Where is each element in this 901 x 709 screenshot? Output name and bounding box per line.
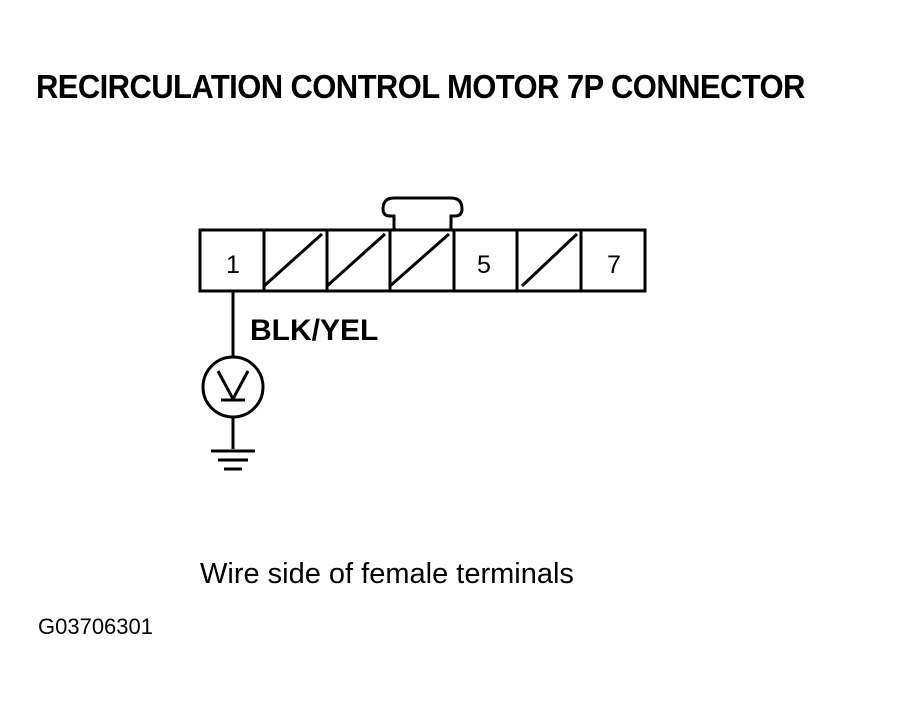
ground-icon [211, 449, 255, 471]
cavity-dividers [262, 230, 583, 291]
voltmeter-icon [201, 355, 265, 419]
figure-id: G03706301 [38, 614, 153, 639]
terminal-5-label: 5 [477, 251, 491, 279]
connector-body [198, 228, 647, 293]
connector-lock-tab [381, 196, 464, 230]
diagram-caption: Wire side of female terminals [200, 558, 574, 590]
unused-cavity-marks [262, 232, 579, 288]
unused-cavity-6 [520, 232, 579, 288]
unused-cavity-3 [325, 232, 387, 288]
wire-color-label: BLK/YEL [250, 314, 378, 347]
diagram-title: RECIRCULATION CONTROL MOTOR 7P CONNECTOR [36, 68, 805, 106]
terminal-1-label: 1 [226, 251, 240, 279]
unused-cavity-4 [389, 232, 450, 288]
terminal-7-label: 7 [607, 251, 621, 279]
unused-cavity-2 [262, 232, 324, 288]
